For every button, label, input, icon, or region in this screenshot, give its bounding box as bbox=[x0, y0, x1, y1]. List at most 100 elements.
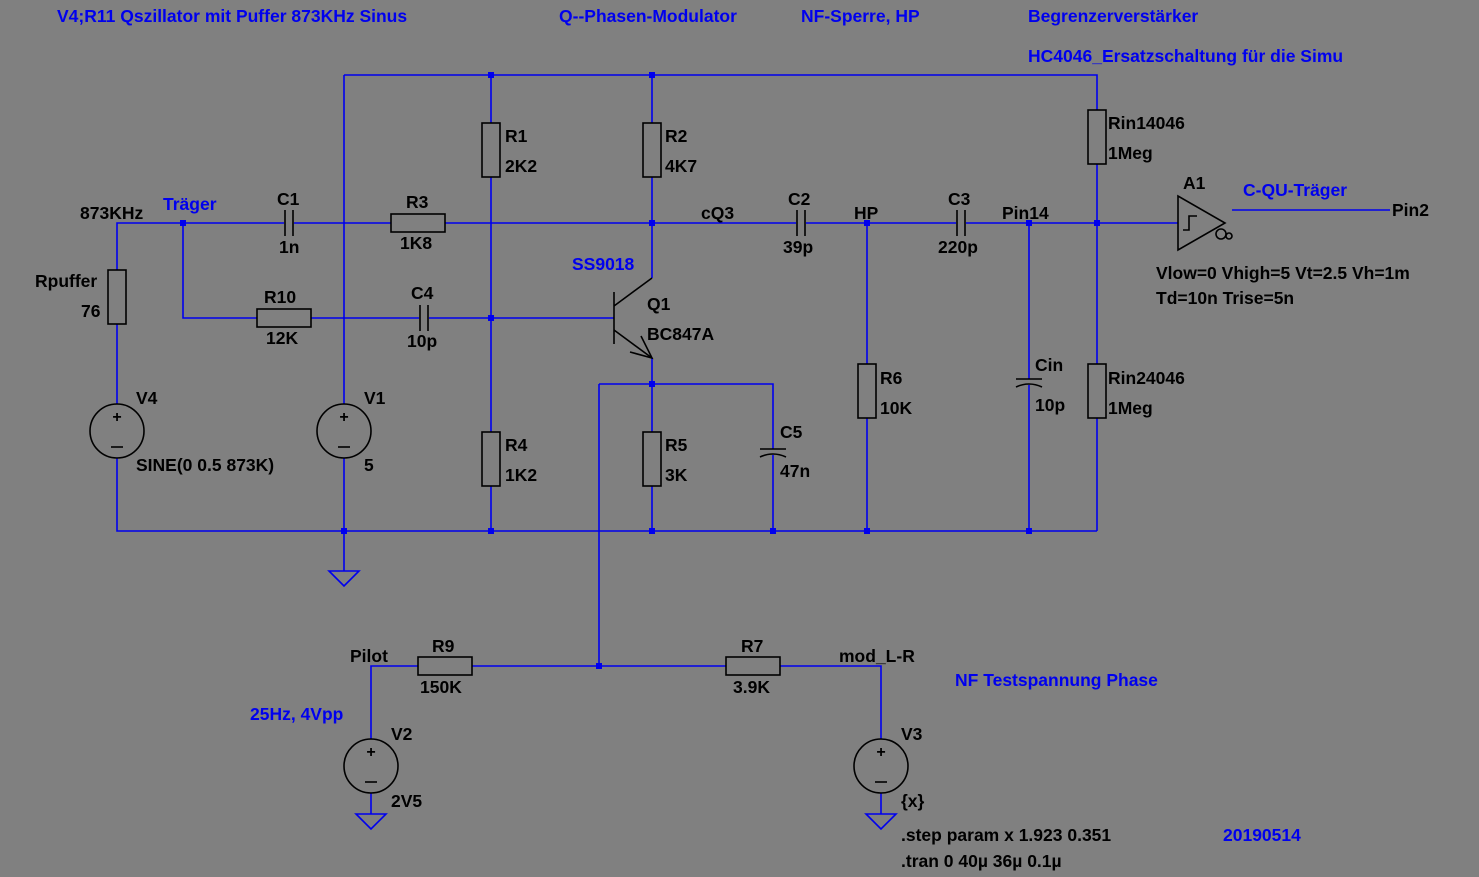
junction bbox=[1026, 528, 1032, 534]
junction bbox=[596, 663, 602, 669]
label-r4-value: 1K2 bbox=[505, 465, 537, 485]
label-v1-name: V1 bbox=[364, 388, 386, 408]
label-rpuffer-value: 76 bbox=[81, 301, 101, 321]
junction bbox=[649, 381, 655, 387]
net-cqu-traeger: C-QU-Träger bbox=[1243, 180, 1347, 200]
junction bbox=[649, 220, 655, 226]
resistor-r7[interactable] bbox=[725, 656, 781, 676]
label-r5-name: R5 bbox=[665, 435, 688, 455]
junction bbox=[649, 528, 655, 534]
resistor-rin14046[interactable] bbox=[1087, 109, 1107, 165]
label-v3-value: {x} bbox=[901, 791, 925, 811]
capacitor-c1[interactable] bbox=[284, 210, 294, 236]
label-c5-name: C5 bbox=[780, 422, 803, 442]
label-c5-value: 47n bbox=[780, 461, 810, 481]
label-r2-value: 4K7 bbox=[665, 156, 697, 176]
ground-icon bbox=[327, 570, 361, 588]
label-cin-name: Cin bbox=[1035, 355, 1063, 375]
voltage-sources: + + + + bbox=[89, 403, 909, 794]
junction bbox=[649, 72, 655, 78]
label-r5-value: 3K bbox=[665, 465, 688, 485]
resistor-r5[interactable] bbox=[642, 431, 662, 487]
label-q1-value: BC847A bbox=[647, 324, 714, 344]
ground-icon bbox=[354, 813, 388, 831]
junction bbox=[488, 528, 494, 534]
label-r6-value: 10K bbox=[880, 398, 912, 418]
resistor-r10[interactable] bbox=[256, 308, 312, 328]
label-v3-name: V3 bbox=[901, 724, 923, 744]
label-r7-value: 3.9K bbox=[733, 677, 770, 697]
comment-nf-block: NF-Sperre, HP bbox=[801, 6, 920, 26]
label-v1-value: 5 bbox=[364, 455, 374, 475]
q1-alias: SS9018 bbox=[572, 254, 635, 274]
capacitor-c3[interactable] bbox=[956, 210, 966, 236]
emitter-arrow-icon bbox=[629, 335, 654, 360]
net-pilot: Pilot bbox=[350, 646, 388, 666]
label-rin24046-name: Rin24046 bbox=[1108, 368, 1185, 388]
resistor-r6[interactable] bbox=[857, 363, 877, 419]
label-r3-name: R3 bbox=[406, 192, 429, 212]
capacitor-c4[interactable] bbox=[419, 305, 429, 331]
resistor-r1[interactable] bbox=[481, 122, 501, 178]
label-r3-value: 1K8 bbox=[400, 233, 432, 253]
junction bbox=[180, 220, 186, 226]
capacitor-c2[interactable] bbox=[796, 210, 806, 236]
comment-date: 20190514 bbox=[1223, 825, 1301, 845]
label-v4-value: SINE(0 0.5 873K) bbox=[136, 455, 274, 475]
net-mod-lr: mod_L-R bbox=[839, 646, 915, 666]
resistor-r3[interactable] bbox=[390, 213, 446, 233]
comment-hc4046: HC4046_Ersatzschaltung für die Simu bbox=[1028, 46, 1343, 66]
label-r1-value: 2K2 bbox=[505, 156, 537, 176]
wire-873-to-c1 bbox=[116, 222, 284, 270]
comment-limiter: Begrenzerverstärker bbox=[1028, 6, 1198, 26]
label-rin14046-value: 1Meg bbox=[1108, 143, 1153, 163]
comment-nf-test: NF Testspannung Phase bbox=[955, 670, 1158, 690]
directive-tran: .tran 0 40µ 36µ 0.1µ bbox=[901, 851, 1062, 871]
label-c4-value: 10p bbox=[407, 331, 437, 351]
label-r9-name: R9 bbox=[432, 636, 455, 656]
resistor-rpuffer[interactable] bbox=[107, 269, 127, 325]
schmitt-buffer-a1[interactable] bbox=[1177, 194, 1233, 252]
directive-step: .step param x 1.923 0.351 bbox=[901, 825, 1111, 845]
label-rin14046-name: Rin14046 bbox=[1108, 113, 1185, 133]
label-a1-params-1: Vlow=0 Vhigh=5 Vt=2.5 Vh=1m bbox=[1156, 263, 1410, 283]
junction bbox=[864, 528, 870, 534]
label-c3-name: C3 bbox=[948, 189, 971, 209]
label-c3-value: 220p bbox=[938, 237, 978, 257]
labels: V4;R11 Qszillator mit Puffer 873KHz Sinu… bbox=[35, 6, 1429, 871]
label-q1-name: Q1 bbox=[647, 294, 671, 314]
comment-oscillator: V4;R11 Qszillator mit Puffer 873KHz Sinu… bbox=[57, 6, 407, 26]
net-hp: HP bbox=[854, 203, 879, 223]
capacitor-cin[interactable] bbox=[1015, 378, 1043, 388]
resistor-r4[interactable] bbox=[481, 431, 501, 487]
resistor-rin24046[interactable] bbox=[1087, 363, 1107, 419]
net-pin14: Pin14 bbox=[1002, 203, 1049, 223]
label-c2-name: C2 bbox=[788, 189, 811, 209]
svg-text:+: + bbox=[366, 744, 375, 761]
transistor-q1[interactable] bbox=[613, 277, 654, 360]
net-traeger: Träger bbox=[163, 194, 217, 214]
voltage-source-v2[interactable]: + bbox=[343, 738, 399, 794]
junction bbox=[488, 315, 494, 321]
label-r2-name: R2 bbox=[665, 126, 688, 146]
capacitors bbox=[284, 210, 1043, 458]
voltage-source-v4[interactable]: + bbox=[89, 403, 145, 459]
label-v2-name: V2 bbox=[391, 724, 413, 744]
voltage-source-v3[interactable]: + bbox=[853, 738, 909, 794]
wire-r7-v3 bbox=[780, 665, 882, 739]
junction bbox=[488, 72, 494, 78]
wire-vcc-rail bbox=[344, 74, 1098, 110]
junction bbox=[864, 220, 870, 226]
capacitor-c5[interactable] bbox=[759, 448, 787, 458]
net-pin2: Pin2 bbox=[1392, 200, 1429, 220]
label-r9-value: 150K bbox=[420, 677, 462, 697]
resistor-r9[interactable] bbox=[417, 656, 473, 676]
wire-pilot bbox=[370, 665, 418, 739]
wire-traeger-down bbox=[182, 223, 257, 319]
label-c2-value: 39p bbox=[783, 237, 813, 257]
resistor-r2[interactable] bbox=[642, 122, 662, 178]
junction bbox=[770, 528, 776, 534]
svg-text:+: + bbox=[339, 409, 348, 426]
voltage-source-v1[interactable]: + bbox=[316, 403, 372, 459]
net-873khz: 873KHz bbox=[80, 203, 143, 223]
